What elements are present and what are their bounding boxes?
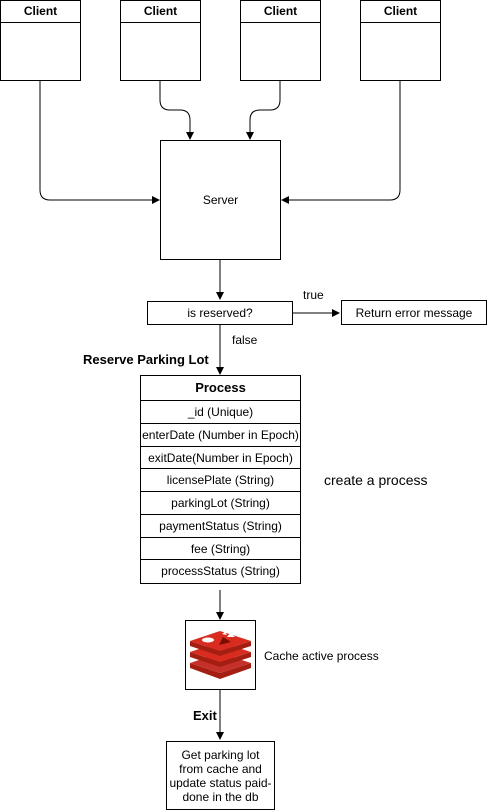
cache-note: Cache active process xyxy=(264,649,379,663)
client-box-1: Client xyxy=(0,0,81,81)
process-field: processStatus (String) xyxy=(161,564,280,579)
process-field: fee (String) xyxy=(141,538,300,561)
server-box: Server xyxy=(160,140,281,260)
process-field: enterDate (Number in Epoch) xyxy=(141,424,300,447)
true-label: true xyxy=(303,288,324,302)
server-label: Server xyxy=(202,193,239,207)
error-label: Return error message xyxy=(355,305,473,320)
process-field: _id (Unique) xyxy=(141,401,300,424)
error-box: Return error message xyxy=(341,300,487,325)
process-field: parkingLot (String) xyxy=(141,492,300,515)
edge-client1-server xyxy=(39,81,160,204)
client-title: Client xyxy=(361,1,440,23)
process-table: Process _id (Unique) enterDate (Number i… xyxy=(140,375,301,584)
client-box-3: Client xyxy=(240,0,321,81)
edge-client2-server xyxy=(159,81,194,140)
final-box: Get parking lot from cache and update st… xyxy=(166,741,275,810)
edge-client3-server xyxy=(246,81,281,140)
process-field: paymentStatus (String) xyxy=(141,515,300,538)
redis-logo-icon xyxy=(190,631,251,679)
reserve-label: Reserve Parking Lot xyxy=(83,352,209,367)
client-title: Client xyxy=(241,1,320,23)
client-box-4: Client xyxy=(360,0,441,81)
false-label: false xyxy=(232,333,258,347)
process-field: exitDate(Number in Epoch) xyxy=(141,447,300,470)
client-title: Client xyxy=(1,1,80,23)
decision-box: is reserved? xyxy=(147,301,293,325)
create-note: create a process xyxy=(324,472,428,488)
client-box-2: Client xyxy=(120,0,201,81)
client-title: Client xyxy=(121,1,200,23)
edge-client4-server xyxy=(281,81,401,204)
decision-label: is reserved? xyxy=(187,306,253,320)
cache-box xyxy=(185,620,256,690)
process-field: licensePlate (String) xyxy=(141,469,300,492)
final-label: Get parking lot from cache and update st… xyxy=(169,747,272,804)
exit-label: Exit xyxy=(193,708,217,723)
process-title: Process xyxy=(141,376,300,401)
